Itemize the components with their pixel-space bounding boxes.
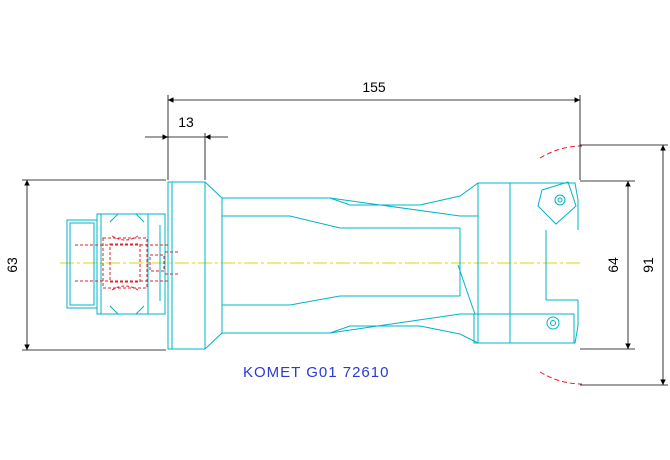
part-label: KOMET G01 72610 [243,364,389,381]
flange [167,181,223,350]
dim-text-13: 13 [178,114,194,130]
tool-body [221,181,579,344]
cutting-circle-arcs [539,145,583,385]
shank-coupling [66,213,166,315]
dim-text-64: 64 [605,257,621,273]
dimension-lines [24,97,666,385]
dim-text-91: 91 [640,257,656,273]
dim-text-63: 63 [4,257,20,273]
dim-text-155: 155 [362,79,386,95]
extension-lines [22,95,668,386]
